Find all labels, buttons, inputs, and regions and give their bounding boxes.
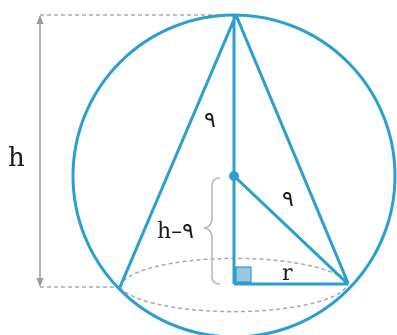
cone-right-slant bbox=[234, 14, 350, 284]
sphere-center-point bbox=[229, 171, 239, 181]
h-minus-radius-brace bbox=[202, 177, 221, 285]
cone-left-slant bbox=[118, 14, 238, 288]
base-radius-label: r bbox=[282, 261, 293, 286]
height-arrow-bottom-icon bbox=[36, 278, 44, 287]
sphere-radius-upper-label: ۹ bbox=[204, 108, 216, 133]
height-arrow-top-icon bbox=[36, 15, 44, 24]
h-minus-radius-label: h–۹ bbox=[157, 219, 194, 244]
sphere-radius-to-rim bbox=[232, 174, 350, 286]
cone-base-ellipse-front bbox=[119, 282, 349, 313]
cone-base-ellipse-back bbox=[119, 257, 349, 288]
height-label: h bbox=[8, 143, 25, 173]
right-angle-marker bbox=[235, 266, 252, 283]
sphere-radius-right-label: ۹ bbox=[282, 187, 294, 212]
